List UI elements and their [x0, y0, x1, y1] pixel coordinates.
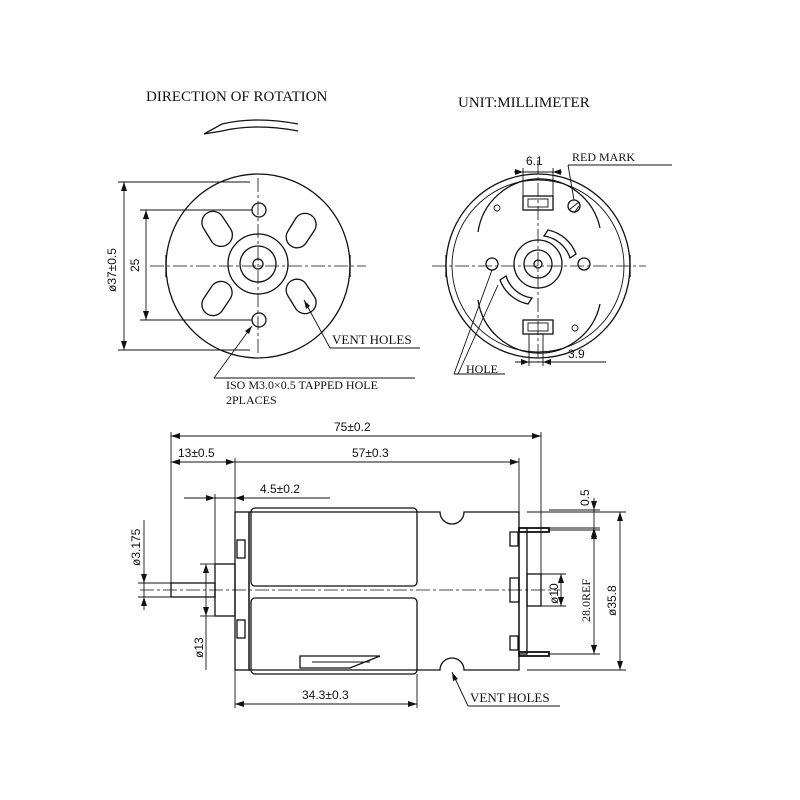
- terminal-bottom: [522, 319, 554, 335]
- label-tapped-hole-qty: 2PLACES: [226, 393, 277, 407]
- front-hub-inner: [239, 245, 277, 283]
- rotation-arrow-icon: [203, 119, 299, 135]
- dim-terminal-spacing: 28.0REF: [579, 579, 593, 622]
- side-view: 75±0.2 13±0.5 57±0.3 4.5±0.2 ø3.175 ø13: [129, 420, 626, 708]
- front-hub-outer: [227, 233, 289, 295]
- label-hole: HOLE: [466, 362, 498, 376]
- vent-hole-ul: [201, 210, 234, 248]
- dim-rear-bearing-dia: ø10: [547, 583, 561, 604]
- rear-hole-left: [485, 257, 499, 271]
- dim-front-dia: ø37±0.5: [105, 248, 119, 292]
- vent-hole-ll: [201, 280, 233, 317]
- dim-boss-dia: ø13: [192, 637, 206, 658]
- dim-overall-length: 75±0.2: [334, 420, 371, 434]
- dim-hole-spacing: 25: [128, 258, 142, 272]
- dim-terminal-offset: 3.9: [568, 347, 585, 361]
- body-arrow-icon: [299, 655, 381, 669]
- dim-body-dia: ø35.8: [605, 585, 619, 616]
- rear-view: 6.1 RED MARK 3.9 HOLE: [432, 150, 672, 376]
- label-tapped-hole: ISO M3.0×0.5 TAPPED HOLE: [226, 378, 378, 392]
- vent-hole-lr: [285, 278, 317, 315]
- tapped-hole-bottom: [251, 312, 267, 328]
- front-view: ø37±0.5 25 VENT HOLES ISO M3.0×0.5 TAPPE…: [105, 173, 420, 407]
- vent-hole-ur: [285, 212, 317, 249]
- dim-terminal-width: 6.1: [526, 154, 543, 168]
- label-side-vent-holes: VENT HOLES: [470, 690, 550, 705]
- rear-bearing: [526, 573, 542, 607]
- dim-terminal-thickness: 0.5: [578, 489, 592, 506]
- rotation-title: DIRECTION OF ROTATION: [146, 89, 327, 105]
- label-red-mark: RED MARK: [572, 150, 635, 164]
- motor-body: [248, 511, 520, 671]
- unit-title: UNIT:MILLIMETER: [458, 95, 590, 111]
- dim-shaft-dia: ø3.175: [129, 528, 143, 566]
- terminal-side-top: [518, 527, 550, 533]
- dim-shaft-length: 13±0.5: [178, 446, 215, 460]
- dim-boss-length: 4.5±0.2: [260, 482, 300, 496]
- rear-slot-top: [542, 229, 577, 260]
- dim-body-length: 57±0.3: [352, 446, 389, 460]
- rear-hole-right: [577, 257, 591, 271]
- rear-slot-bottom: [499, 274, 534, 305]
- tapped-hole-top: [251, 202, 267, 218]
- rear-hub-outer: [513, 239, 563, 289]
- label-front-vent-holes: VENT HOLES: [332, 332, 412, 347]
- dim-can-length: 34.3±0.3: [302, 688, 349, 702]
- terminal-top: [522, 195, 554, 211]
